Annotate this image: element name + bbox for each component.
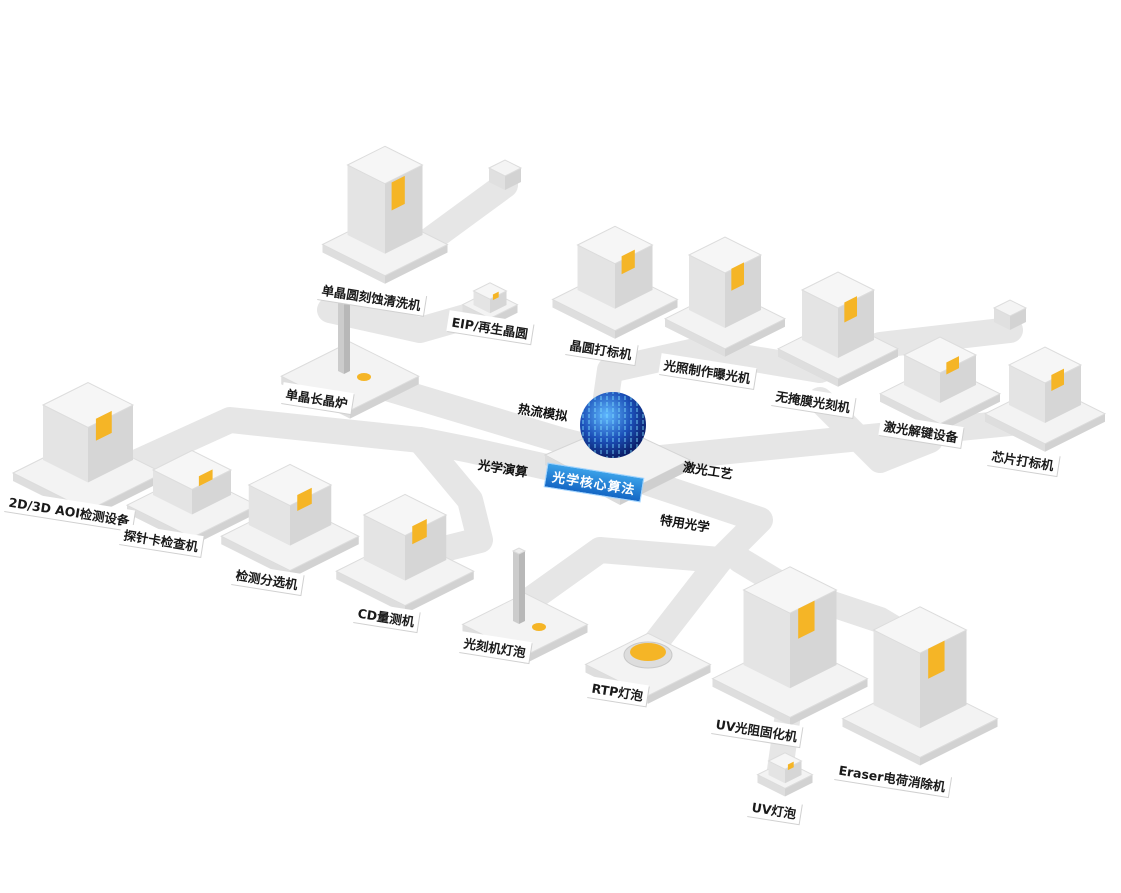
road [517, 467, 773, 613]
machine-body-side [768, 761, 785, 784]
platform-side [336, 571, 405, 614]
status-panel-icon [798, 600, 815, 639]
status-panel-icon [787, 761, 794, 771]
machine-body-side [940, 355, 976, 403]
status-panel-icon [492, 291, 499, 301]
platform-side [615, 299, 678, 339]
column-side [338, 301, 344, 374]
status-panel-icon [391, 175, 405, 211]
machine-node[interactable] [841, 606, 999, 766]
road [587, 317, 1023, 453]
platform-side [790, 678, 868, 726]
platform-side [1045, 413, 1105, 452]
machine-body-side [290, 485, 332, 546]
wafer-icon [357, 373, 371, 381]
terminal-box [487, 159, 1028, 330]
column-side [344, 301, 350, 374]
platform-side [940, 393, 1000, 432]
status-panel-icon [928, 640, 945, 679]
platform-side [385, 244, 448, 284]
platform-side [221, 536, 290, 579]
machine-body-side [490, 291, 507, 314]
status-panel-icon [1051, 368, 1065, 391]
machine-body-side [689, 255, 725, 328]
status-panel-icon [731, 262, 745, 291]
machine-body-side [577, 245, 615, 309]
machine-node[interactable] [321, 145, 449, 284]
platform-side [405, 571, 474, 614]
terminal-top [487, 159, 523, 177]
status-panel-icon [95, 410, 112, 441]
terminal-side [994, 308, 1010, 330]
status-panel-icon [946, 356, 960, 375]
platform-side [838, 348, 898, 387]
road [807, 387, 943, 473]
machine-body-side [1009, 365, 1045, 423]
status-panel-icon [412, 518, 427, 545]
platform-side [785, 774, 813, 797]
wafer-icon [532, 623, 546, 631]
status-panel-icon [621, 249, 635, 275]
machine-node[interactable] [663, 236, 787, 357]
machine-body-side [785, 761, 802, 784]
platform-side [757, 774, 785, 797]
machine-node[interactable] [983, 346, 1107, 452]
machine-node[interactable] [756, 752, 814, 797]
status-panel-icon [198, 469, 213, 487]
machine-body-side [363, 515, 405, 581]
machine-node[interactable] [335, 493, 475, 614]
lamp-icon [630, 643, 666, 661]
status-panel-icon [844, 296, 858, 323]
road [637, 547, 733, 663]
machine-body-side [43, 405, 88, 483]
platform-side [665, 318, 725, 357]
terminal-side [1010, 308, 1026, 330]
platform-side [525, 624, 588, 664]
platform-side [712, 678, 790, 726]
machine-node[interactable] [711, 566, 869, 726]
column-side [513, 551, 519, 624]
machine-body-side [347, 165, 385, 254]
platform-side [778, 348, 838, 387]
machine-body-side [153, 470, 192, 515]
machine-body-side [192, 470, 231, 515]
platform-side [290, 536, 359, 579]
platform-side [648, 664, 711, 704]
platform-side [920, 718, 998, 766]
terminal-side [505, 168, 521, 190]
status-panel-icon [297, 487, 312, 511]
machine-body-side [802, 290, 838, 358]
platform-side [192, 505, 257, 546]
platform-side [322, 244, 385, 284]
machine-body-side [473, 291, 490, 314]
platform-side [985, 413, 1045, 452]
platform-side [842, 718, 920, 766]
machine-node[interactable] [776, 271, 900, 387]
machine-node[interactable] [11, 381, 165, 519]
terminal-side [489, 168, 505, 190]
platform-side [725, 318, 785, 357]
machine-body-side [248, 485, 290, 546]
machine-node[interactable] [220, 463, 360, 579]
platform-side [350, 376, 419, 419]
platform-side [552, 299, 615, 339]
machine-node[interactable] [125, 449, 259, 546]
column-side [519, 551, 525, 624]
machine-body-side [904, 355, 940, 403]
machine-body-side [743, 590, 790, 689]
column-top [511, 547, 527, 555]
terminal-top [992, 299, 1028, 317]
machine-body-top [346, 145, 424, 185]
machine-node[interactable] [461, 282, 519, 327]
machine-node[interactable] [551, 225, 679, 339]
machine-body-side [873, 630, 920, 729]
